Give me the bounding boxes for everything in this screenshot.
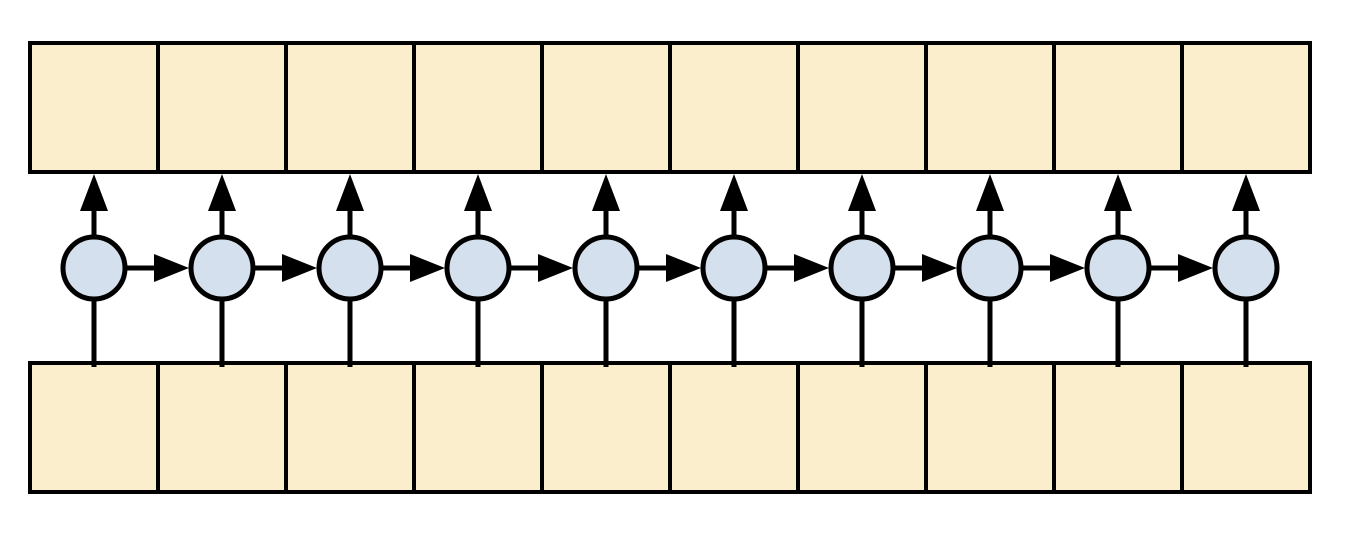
- right-arrowhead-icon: [154, 254, 189, 282]
- input-cell: [284, 361, 416, 494]
- input-cell: [668, 361, 800, 494]
- right-arrowhead-icon: [1050, 254, 1085, 282]
- hidden-state-node: [60, 234, 128, 302]
- up-arrowhead-icon: [1104, 174, 1132, 211]
- hidden-state-node: [572, 234, 640, 302]
- right-arrowhead-icon: [922, 254, 957, 282]
- input-cell: [1180, 361, 1312, 494]
- input-cell: [924, 361, 1056, 494]
- right-arrowhead-icon: [666, 254, 701, 282]
- up-arrowhead-icon: [720, 174, 748, 211]
- input-cell: [28, 361, 160, 494]
- output-cell: [1052, 41, 1184, 174]
- right-arrowhead-icon: [1178, 254, 1213, 282]
- output-cell: [796, 41, 928, 174]
- up-arrowhead-icon: [592, 174, 620, 211]
- hidden-state-node: [828, 234, 896, 302]
- hidden-state-node: [1084, 234, 1152, 302]
- up-arrowhead-icon: [1232, 174, 1260, 211]
- hidden-state-node: [1212, 234, 1280, 302]
- up-arrowhead-icon: [208, 174, 236, 211]
- output-cell: [924, 41, 1056, 174]
- output-cell: [156, 41, 288, 174]
- hidden-state-node: [444, 234, 512, 302]
- output-cell: [412, 41, 544, 174]
- up-arrowhead-icon: [976, 174, 1004, 211]
- up-arrowhead-icon: [336, 174, 364, 211]
- right-arrowhead-icon: [410, 254, 445, 282]
- right-arrowhead-icon: [282, 254, 317, 282]
- input-cell: [540, 361, 672, 494]
- up-arrowhead-icon: [848, 174, 876, 211]
- output-cell: [540, 41, 672, 174]
- hidden-state-node: [188, 234, 256, 302]
- hidden-state-node: [956, 234, 1024, 302]
- output-cell: [1180, 41, 1312, 174]
- output-cell: [28, 41, 160, 174]
- input-cell: [412, 361, 544, 494]
- output-cell: [668, 41, 800, 174]
- input-cell: [156, 361, 288, 494]
- input-cell: [1052, 361, 1184, 494]
- up-arrowhead-icon: [80, 174, 108, 211]
- hidden-state-node: [700, 234, 768, 302]
- output-cell: [284, 41, 416, 174]
- hidden-state-node: [316, 234, 384, 302]
- right-arrowhead-icon: [794, 254, 829, 282]
- right-arrowhead-icon: [538, 254, 573, 282]
- up-arrowhead-icon: [464, 174, 492, 211]
- input-cell: [796, 361, 928, 494]
